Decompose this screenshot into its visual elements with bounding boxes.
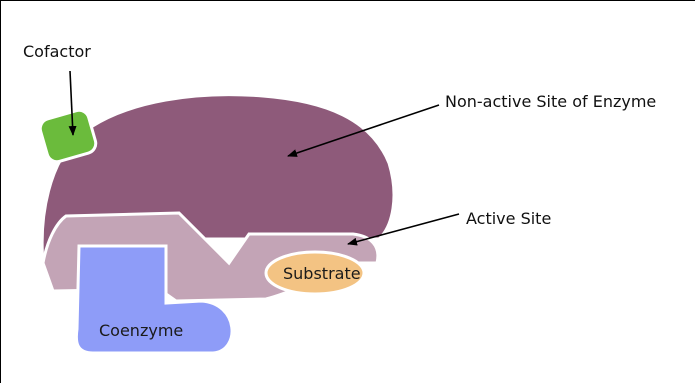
coenzyme-label: Coenzyme [99,321,183,340]
substrate-label: Substrate [283,264,361,283]
cofactor-label: Cofactor [23,42,91,61]
active-site-label: Active Site [466,209,551,228]
non-active-site-label: Non-active Site of Enzyme [445,92,656,111]
